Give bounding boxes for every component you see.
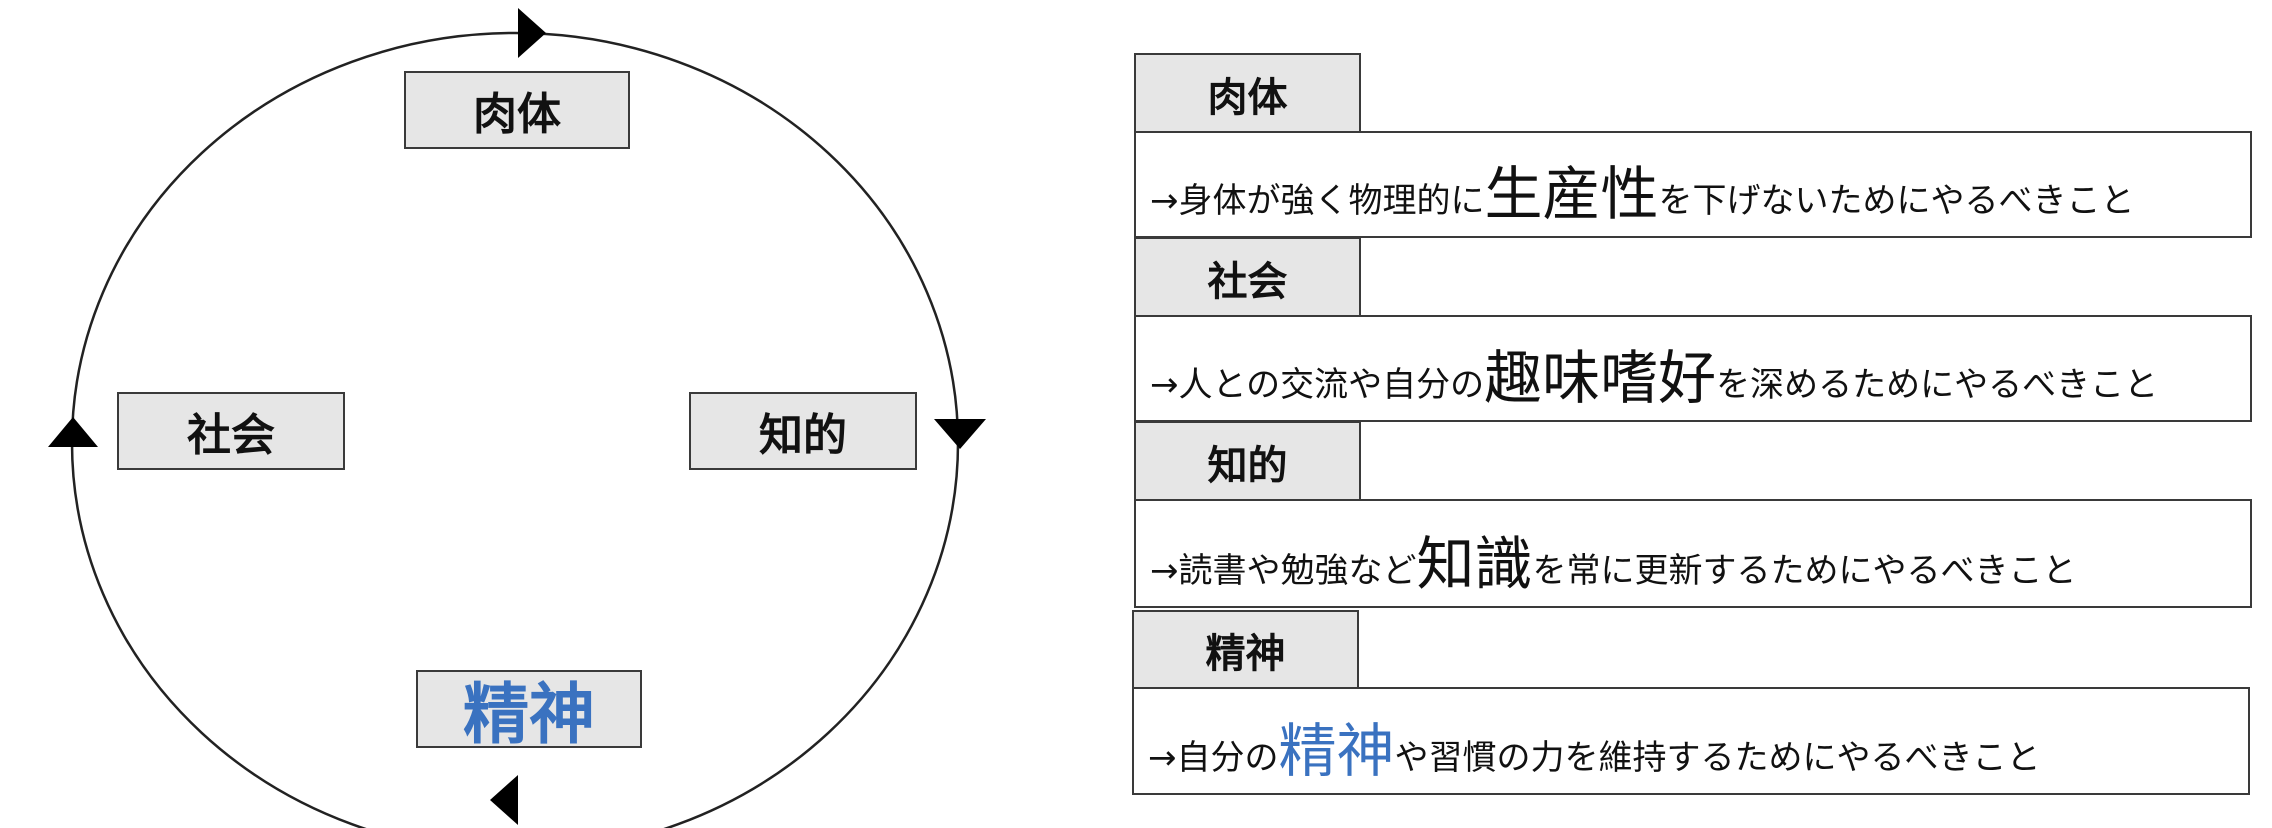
desc-physical-suffix: を下げないためにやるべきこと [1658, 181, 2135, 221]
desc-mental-prefix: →自分の [1148, 738, 1279, 778]
desc-intellectual-prefix: →読書や勉強など [1150, 551, 1417, 591]
desc-social-prefix: →人との交流や自分の [1150, 365, 1485, 405]
desc-mental-suffix: や習慣の力を維持するためにやるべきこと [1394, 738, 2041, 778]
desc-physical-prefix: →身体が強く物理的に [1150, 181, 1485, 221]
desc-physical: →身体が強く物理的に生産性を下げないためにやるべきこと [1134, 131, 2252, 238]
tab-mental: 精神 [1132, 610, 1359, 688]
cycle-node-left: 社会 [117, 392, 345, 470]
desc-intellectual: →読書や勉強など知識を常に更新するためにやるべきこと [1134, 499, 2252, 608]
tab-social: 社会 [1134, 237, 1361, 316]
cycle-node-right: 知的 [689, 392, 917, 470]
arrow-top-right-icon [518, 8, 546, 58]
cycle-node-top: 肉体 [404, 71, 630, 149]
cycle-diagram [48, 8, 986, 828]
desc-intellectual-suffix: を常に更新するためにやるべきこと [1532, 551, 2077, 591]
cycle-node-bottom: 精神 [416, 670, 642, 753]
desc-social-suffix: を深めるためにやるべきこと [1716, 365, 2159, 405]
desc-social-keyword: 趣味嗜好 [1484, 344, 1717, 412]
tab-intellectual: 知的 [1134, 421, 1361, 500]
desc-mental-keyword: 精神 [1278, 717, 1395, 785]
arrow-left-up-icon [48, 417, 98, 447]
desc-social: →人との交流や自分の趣味嗜好を深めるためにやるべきこと [1134, 315, 2252, 422]
arrow-right-down-icon [934, 419, 986, 449]
desc-mental: →自分の精神や習慣の力を維持するためにやるべきこと [1132, 687, 2250, 795]
tab-physical: 肉体 [1134, 53, 1361, 132]
desc-physical-keyword: 生産性 [1484, 160, 1659, 228]
desc-intellectual-keyword: 知識 [1416, 530, 1533, 598]
arrow-bottom-left-icon [490, 775, 518, 825]
